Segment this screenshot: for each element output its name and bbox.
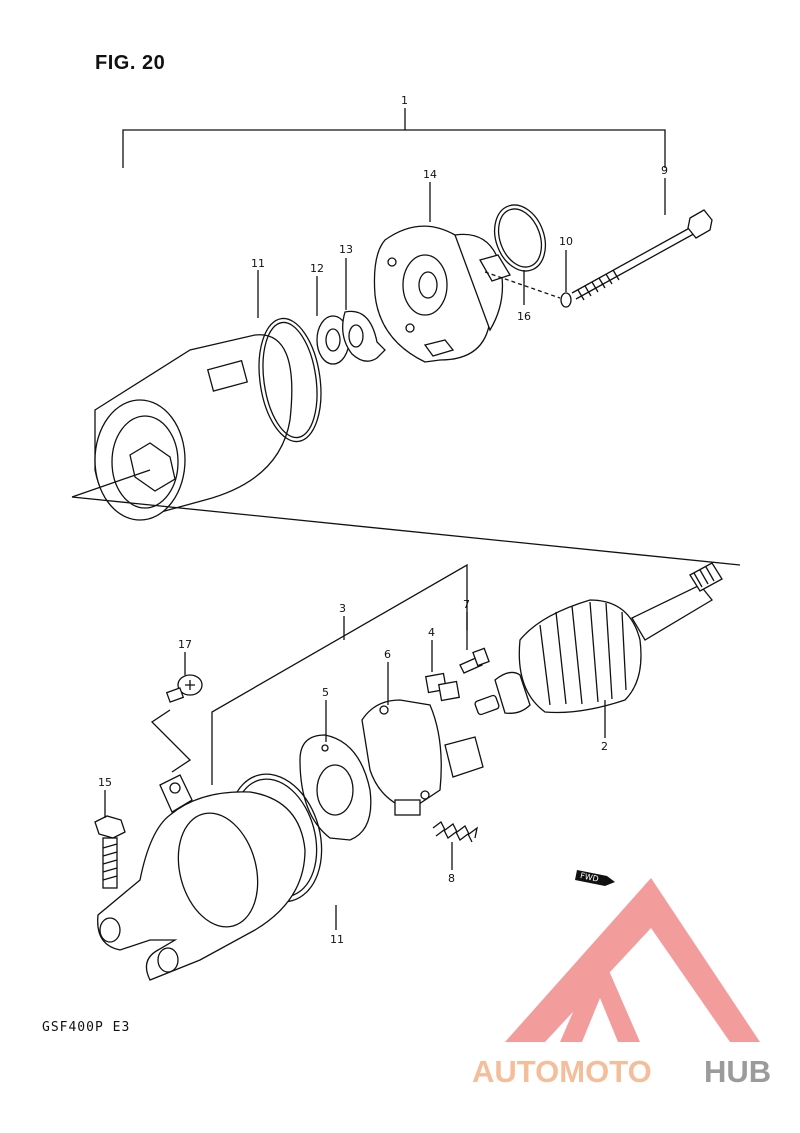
- armature-2: [474, 562, 723, 716]
- fwd-indicator: FWD: [575, 870, 615, 886]
- housing-end-bracket: [97, 774, 306, 981]
- callout-12: 12: [310, 262, 324, 275]
- callout-13: 13: [339, 243, 353, 256]
- callout-16: 16: [517, 310, 531, 323]
- callout-4: 4: [428, 626, 435, 639]
- washer-13: [342, 310, 386, 362]
- motor-housing: [94, 334, 293, 521]
- callout-11-bottom: 11: [330, 933, 344, 946]
- assembly-3-bracket: [211, 563, 468, 785]
- leader-lines: [104, 178, 666, 930]
- screw-17: [150, 674, 203, 773]
- spring-8: [432, 821, 478, 843]
- brush-4: [424, 672, 461, 702]
- section-lines: [71, 469, 741, 566]
- callout-labels: 1 9 14 10 16 11 12 13 3 7 6 4 5 17 2 15 …: [98, 94, 668, 946]
- model-code: GSF400P E3: [42, 1020, 131, 1035]
- watermark-logo: AUTOMOTO HUB: [472, 878, 771, 1089]
- callout-5: 5: [322, 686, 329, 699]
- assembly-1-bracket: [122, 108, 666, 168]
- callout-17: 17: [178, 638, 192, 651]
- figure-title: FIG. 20: [95, 52, 166, 74]
- callout-8: 8: [448, 872, 455, 885]
- fwd-label: FWD: [579, 871, 599, 884]
- screw-7: [459, 647, 490, 674]
- callout-2: 2: [601, 740, 608, 753]
- washer-10: [560, 292, 572, 308]
- brush-plate-5: [299, 734, 372, 841]
- watermark-text-part2: HUB: [704, 1054, 771, 1089]
- watermark-triangle-icon: [505, 878, 760, 1042]
- brush-holder-6: [361, 699, 484, 816]
- watermark-text-part1: AUTOMOTO: [472, 1054, 652, 1089]
- callout-6: 6: [384, 648, 391, 661]
- callout-7: 7: [463, 598, 470, 611]
- bolt-15: [94, 815, 126, 889]
- callout-1: 1: [401, 94, 408, 107]
- watermark-m-icon: [560, 950, 640, 1042]
- o-ring-11-top: [258, 317, 322, 443]
- callout-15: 15: [98, 776, 112, 789]
- o-ring-16: [493, 204, 547, 272]
- callout-3: 3: [339, 602, 346, 615]
- callout-9: 9: [661, 164, 668, 177]
- long-bolt-9: [571, 209, 713, 301]
- callout-14: 14: [423, 168, 437, 181]
- callout-10: 10: [559, 235, 573, 248]
- callout-11-top: 11: [251, 257, 265, 270]
- end-cover-14: [373, 225, 511, 363]
